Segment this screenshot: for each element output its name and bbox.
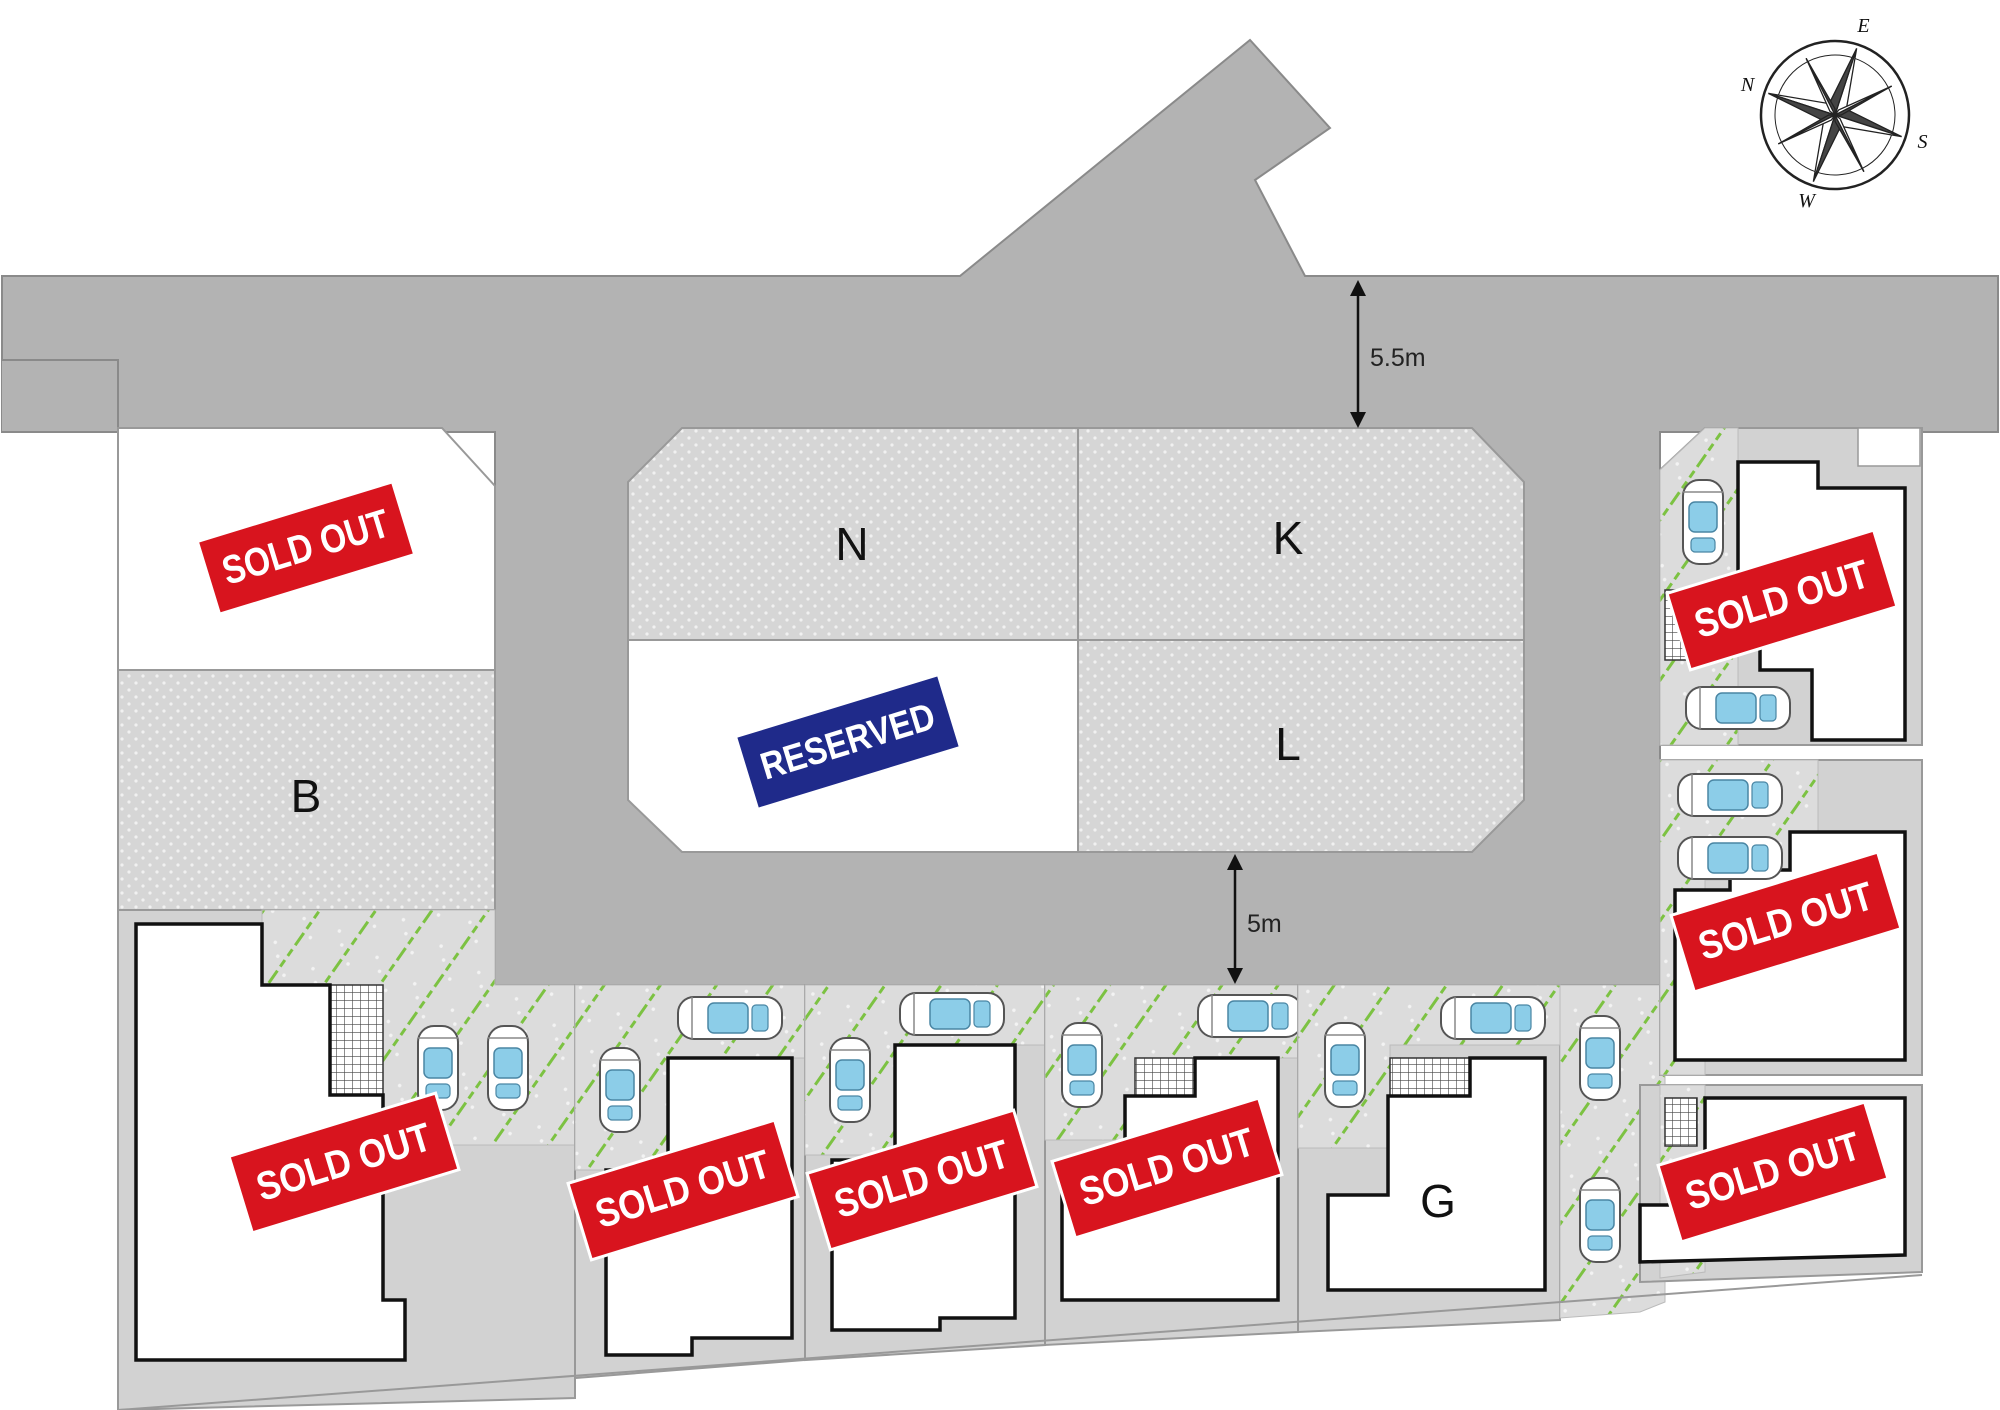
lot-g[interactable]: G — [1297, 984, 1561, 1334]
lot-l-label: L — [1275, 718, 1301, 770]
lot-l[interactable] — [1077, 639, 1525, 853]
lot-g-label: G — [1420, 1175, 1456, 1227]
lot-boundaries — [117, 1274, 1923, 1410]
inner-road-width-label: 5m — [1247, 910, 1282, 938]
dimension-inner-road: 5m — [1227, 854, 1282, 984]
main-road-left-edge — [1, 276, 119, 433]
compass-north-label: N — [1740, 74, 1756, 96]
lot-k-label: K — [1273, 512, 1304, 564]
lot-k[interactable] — [1077, 427, 1525, 641]
main-road-width-label: 5.5m — [1370, 344, 1426, 372]
center-block: N K L — [627, 427, 1525, 853]
compass-east-label: E — [1856, 15, 1869, 37]
dimension-main-road: 5.5m — [1350, 280, 1426, 428]
compass-rose-icon: N E S W — [1740, 15, 1928, 212]
compass-south-label: S — [1917, 131, 1927, 153]
lot-b-label: B — [291, 770, 322, 822]
lot-n-label: N — [835, 518, 868, 570]
compass-west-label: W — [1798, 190, 1817, 212]
